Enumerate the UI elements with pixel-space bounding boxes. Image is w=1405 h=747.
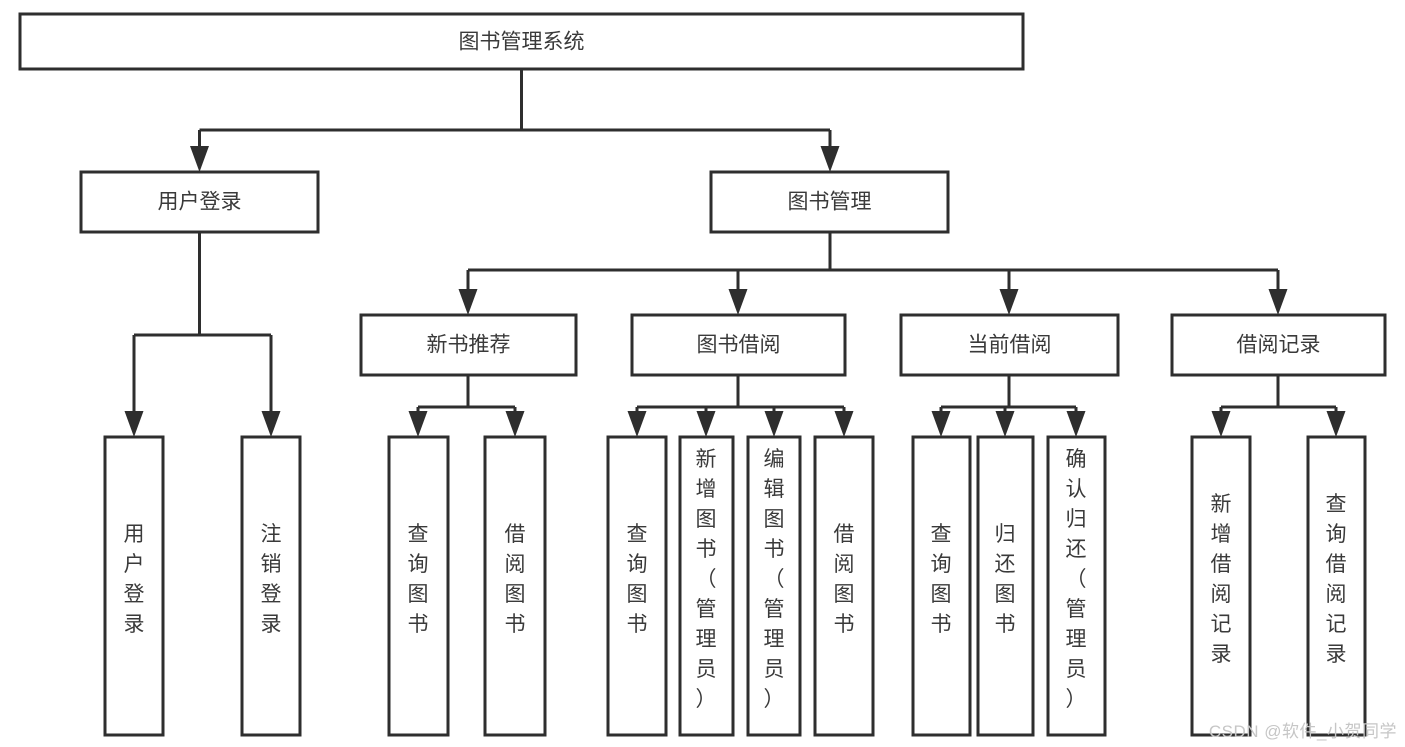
node-leaf-edit-book[interactable]: 编辑图书（管理员）	[746, 435, 802, 737]
node-new-book-rec[interactable]: 新书推荐	[359, 313, 578, 377]
node-book-borrow-label: 图书借阅	[697, 334, 781, 357]
node-leaf-confirm-return[interactable]: 确认归还（管理员）	[1046, 435, 1107, 737]
node-leaf-borrow-book-1-box[interactable]	[483, 435, 547, 737]
node-book-manage[interactable]: 图书管理	[709, 170, 950, 234]
node-leaf-logout-box[interactable]	[240, 435, 302, 737]
node-leaf-query-book-1[interactable]: 查询图书	[387, 435, 450, 737]
arrow-to-add-record	[1211, 411, 1231, 437]
node-book-borrow-box[interactable]	[630, 313, 847, 377]
arrow-to-query-book-3	[931, 411, 951, 437]
arrow-to-query-book-2	[627, 411, 647, 437]
arrow-to-current-borrow	[999, 289, 1019, 315]
arrow-to-query-book-1	[408, 411, 428, 437]
node-root-label: 图书管理系统	[459, 31, 585, 54]
node-leaf-add-record[interactable]: 新增借阅记录	[1190, 435, 1252, 737]
node-leaf-edit-book-box[interactable]	[746, 435, 802, 737]
arrow-to-borrow-book-1	[505, 411, 525, 437]
connector-layer	[124, 69, 1346, 437]
node-borrow-record-label: 借阅记录	[1237, 334, 1321, 357]
node-leaf-query-record-label: 查询借阅记录	[1326, 493, 1347, 666]
node-leaf-borrow-book-1[interactable]: 借阅图书	[483, 435, 547, 737]
node-leaf-return-book[interactable]: 归还图书	[976, 435, 1035, 737]
arrow-to-query-record	[1326, 411, 1346, 437]
arrow-to-book-borrow	[728, 289, 748, 315]
arrow-to-leaf-user-login	[124, 411, 144, 437]
node-leaf-return-book-box[interactable]	[976, 435, 1035, 737]
node-borrow-record[interactable]: 借阅记录	[1170, 313, 1387, 377]
node-current-borrow-label: 当前借阅	[968, 334, 1052, 357]
arrow-to-edit-book	[764, 411, 784, 437]
arrow-to-add-book	[696, 411, 716, 437]
node-current-borrow[interactable]: 当前借阅	[899, 313, 1120, 377]
arrow-to-user-login	[190, 146, 209, 172]
node-leaf-confirm-return-box[interactable]	[1046, 435, 1107, 737]
node-leaf-logout[interactable]: 注销登录	[240, 435, 302, 737]
arrow-to-book-manage	[820, 146, 840, 172]
node-leaf-borrow-book-2[interactable]: 借阅图书	[813, 435, 875, 737]
node-leaf-query-book-1-box[interactable]	[387, 435, 450, 737]
node-leaf-add-book[interactable]: 新增图书（管理员）	[678, 435, 735, 737]
node-leaf-query-book-3-label: 查询图书	[931, 523, 952, 636]
node-leaf-user-login-label: 用户登录	[124, 523, 145, 636]
node-leaf-add-book-label: 新增图书（管理员）	[696, 448, 717, 711]
node-leaf-borrow-book-2-box[interactable]	[813, 435, 875, 737]
node-leaf-edit-book-label: 编辑图书（管理员）	[764, 448, 785, 711]
node-leaf-user-login[interactable]: 用户登录	[103, 435, 165, 737]
csdn-watermark: CSDN @软件_小贺同学	[1208, 722, 1397, 741]
node-leaf-query-book-3-box[interactable]	[911, 435, 972, 737]
arrow-to-borrow-book-2	[834, 411, 854, 437]
node-new-book-rec-label: 新书推荐	[427, 334, 511, 357]
node-leaf-add-record-box[interactable]	[1190, 435, 1252, 737]
node-leaf-query-record[interactable]: 查询借阅记录	[1306, 435, 1367, 737]
arrow-to-confirm-return	[1066, 411, 1086, 437]
node-borrow-record-box[interactable]	[1170, 313, 1387, 377]
node-root-box[interactable]	[18, 12, 1025, 71]
node-leaf-return-book-label: 归还图书	[995, 523, 1016, 636]
node-user-login[interactable]: 用户登录	[79, 170, 320, 234]
node-leaf-query-book-2[interactable]: 查询图书	[606, 435, 668, 737]
arrow-to-borrow-record	[1268, 289, 1288, 315]
node-leaf-add-book-box[interactable]	[678, 435, 735, 737]
node-leaf-query-book-2-box[interactable]	[606, 435, 668, 737]
node-leaf-add-record-label: 新增借阅记录	[1211, 493, 1232, 666]
node-book-borrow[interactable]: 图书借阅	[630, 313, 847, 377]
node-leaf-logout-label: 注销登录	[261, 523, 282, 636]
node-current-borrow-box[interactable]	[899, 313, 1120, 377]
node-leaf-borrow-book-1-label: 借阅图书	[505, 523, 526, 636]
node-leaf-user-login-box[interactable]	[103, 435, 165, 737]
node-user-login-box[interactable]	[79, 170, 320, 234]
node-leaf-confirm-return-label: 确认归还（管理员）	[1066, 448, 1087, 711]
node-book-manage-label: 图书管理	[788, 191, 872, 214]
node-book-manage-box[interactable]	[709, 170, 950, 234]
arrow-to-new-book-rec	[458, 289, 478, 315]
node-root[interactable]: 图书管理系统	[18, 12, 1025, 71]
node-new-book-rec-box[interactable]	[359, 313, 578, 377]
node-leaf-query-book-1-label: 查询图书	[408, 523, 429, 636]
node-leaf-query-book-2-label: 查询图书	[627, 523, 648, 636]
node-leaf-borrow-book-2-label: 借阅图书	[834, 523, 855, 636]
arrow-to-return-book	[995, 411, 1015, 437]
node-leaf-query-record-box[interactable]	[1306, 435, 1367, 737]
arrow-to-leaf-logout	[261, 411, 281, 437]
node-leaf-query-book-3[interactable]: 查询图书	[911, 435, 972, 737]
node-user-login-label: 用户登录	[158, 191, 242, 214]
